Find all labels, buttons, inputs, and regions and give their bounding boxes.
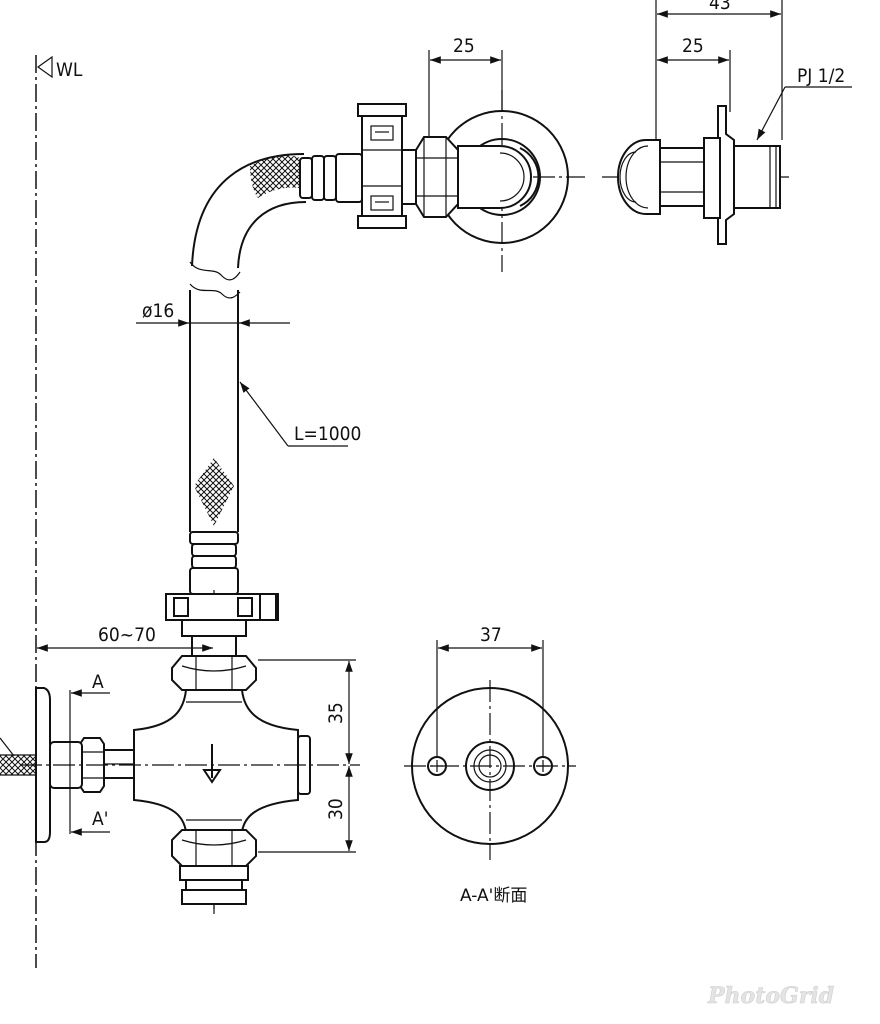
dim-60-70-label: 60~70 [98,624,156,646]
section-view-flange [404,680,576,860]
dim-25-top [428,50,503,148]
supply-pipe [0,737,36,776]
wl-marker [36,55,53,79]
section-caption: A-A'断面 [460,886,527,906]
dim-43-label: 43 [709,0,731,14]
pj-leader [756,86,852,141]
dim-43 [655,0,783,140]
dim-25-top-label: 25 [453,35,475,57]
pj-label: PJ 1/2 [797,65,845,87]
valve-assembly [20,590,360,914]
length-leader [239,381,348,447]
dim-35-30 [258,659,356,853]
section-marker-a [69,689,110,836]
dim-25-side-label: 25 [682,35,704,57]
dim-25-side [657,50,731,112]
wl-label: WL [56,59,83,81]
section-a-label: A [92,671,104,693]
side-view-union [602,105,790,245]
dim-dia-16-label: ø16 [142,300,174,322]
dim-35-label: 35 [325,702,347,724]
section-a-prime-label: A' [92,808,108,830]
dim-37 [436,640,544,757]
watermark-logo: PhotoGrid [707,983,834,1009]
flexible-hose [189,153,363,595]
length-label: L=1000 [294,423,361,445]
top-coupling-nut [357,103,407,229]
dim-30-label: 30 [325,798,347,820]
dim-37-label: 37 [480,624,502,646]
